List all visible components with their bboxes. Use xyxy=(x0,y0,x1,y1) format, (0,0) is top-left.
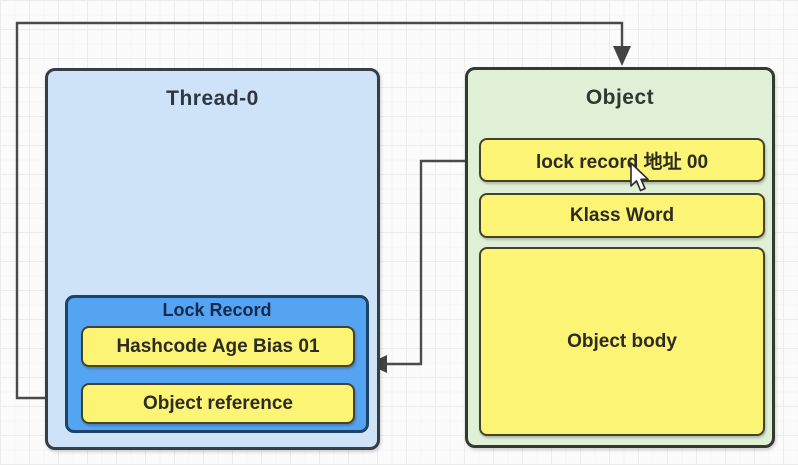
thread-box-title: Thread-0 xyxy=(166,87,259,110)
klass-word-cell[interactable]: Klass Word xyxy=(479,193,765,238)
object-box[interactable]: Object lock record 地址 00 Klass Word Obje… xyxy=(465,67,775,448)
object-body-cell[interactable]: Object body xyxy=(479,247,765,436)
lock-record-box[interactable]: Lock Record Hashcode Age Bias 01 Object … xyxy=(65,295,369,433)
object-reference-cell[interactable]: Object reference xyxy=(81,383,355,424)
hashcode-age-bias-cell[interactable]: Hashcode Age Bias 01 xyxy=(81,326,355,367)
object-box-title: Object xyxy=(585,86,655,109)
arrow-down-icon xyxy=(613,46,631,66)
connector-lock-record-address-to-lock-record xyxy=(368,159,479,373)
lock-record-title: Lock Record xyxy=(162,300,272,320)
lock-record-address-cell[interactable]: lock record 地址 00 xyxy=(479,138,765,182)
thread-box[interactable]: Thread-0 Lock Record Hashcode Age Bias 0… xyxy=(45,68,380,450)
